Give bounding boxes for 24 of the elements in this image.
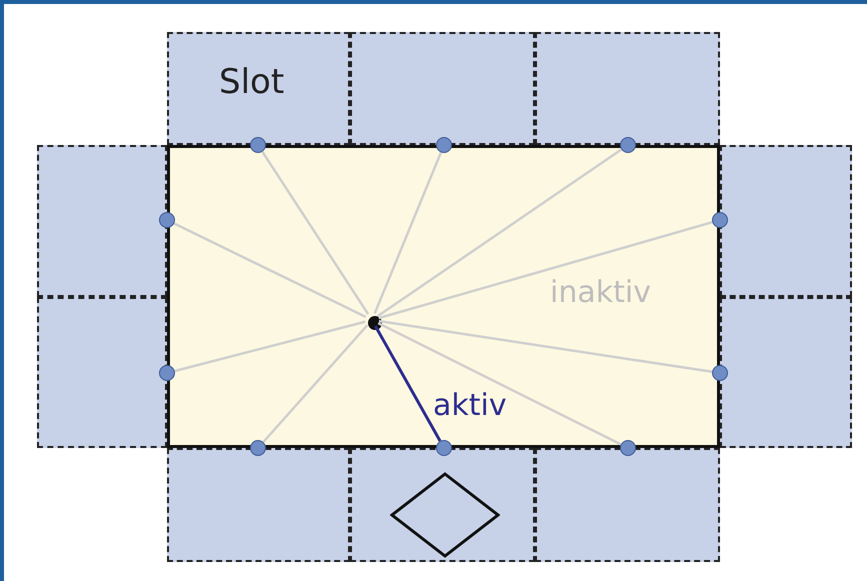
slot-box	[720, 297, 852, 448]
connector-line	[377, 148, 622, 318]
connector-line	[174, 222, 366, 318]
slot-box	[37, 145, 167, 297]
connector-line	[174, 320, 366, 372]
connector-line	[378, 322, 622, 446]
edge-label: aktiv	[433, 388, 507, 423]
connector-line	[378, 320, 712, 374]
connector-line	[374, 325, 442, 442]
slot-box	[720, 145, 852, 297]
slot-box	[535, 32, 720, 145]
connector-line	[378, 221, 713, 320]
rectangle-area	[167, 145, 720, 448]
slot-box	[37, 297, 167, 448]
diamond-symbol	[390, 472, 500, 558]
connector-line	[374, 152, 442, 314]
connector-line	[261, 151, 370, 315]
connector-line	[262, 324, 368, 443]
state-label: inaktiv	[550, 275, 651, 310]
slot-box	[535, 448, 720, 562]
slot-box	[167, 448, 350, 562]
slot-box: Slot	[167, 32, 350, 145]
slot-box	[350, 448, 535, 562]
slot-box	[350, 32, 535, 145]
